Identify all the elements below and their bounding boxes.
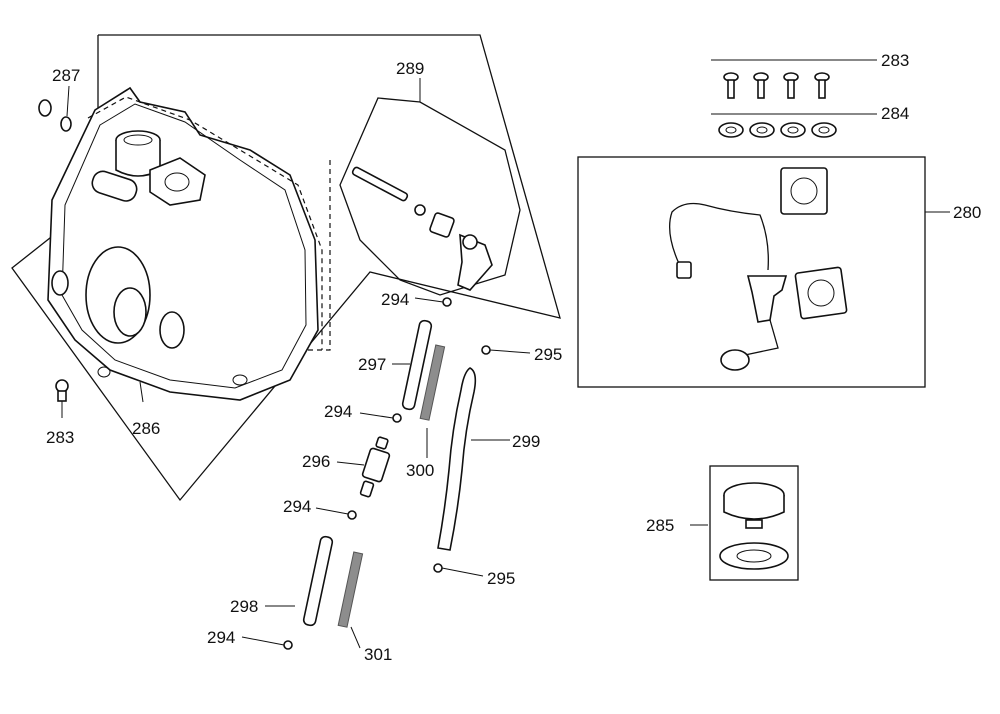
clamp-294-b[interactable]	[392, 413, 402, 423]
clamp-295-b[interactable]	[433, 563, 443, 573]
leader-lines	[61, 59, 950, 649]
callout-294-d: 294	[207, 628, 235, 647]
callout-298: 298	[230, 597, 258, 616]
callout-286: 286	[132, 419, 160, 438]
sender-float	[720, 349, 750, 371]
hose-298[interactable]	[302, 535, 334, 627]
fuel-valve-group[interactable]	[339, 97, 521, 296]
callout-301: 301	[364, 645, 392, 664]
hose-301[interactable]	[337, 551, 364, 628]
callout-296: 296	[302, 452, 330, 471]
callout-295-b: 295	[487, 569, 515, 588]
float-arm	[744, 319, 779, 356]
fuel-sender-kit-280[interactable]	[577, 156, 926, 388]
callout-280: 280	[953, 203, 981, 222]
callout-labels: 283 284 280 285 287 283 286 289 294 297 …	[46, 51, 981, 664]
fastener-283-left[interactable]	[55, 379, 69, 402]
fuel-tank[interactable]	[47, 86, 323, 401]
hose-297[interactable]	[401, 319, 433, 411]
callout-294-a: 294	[381, 290, 409, 309]
sender-flange	[149, 157, 206, 206]
hose-300[interactable]	[419, 344, 446, 421]
washer-set-284[interactable]	[718, 122, 837, 138]
callout-299: 299	[512, 432, 540, 451]
square-gasket	[780, 167, 828, 215]
callout-285: 285	[646, 516, 674, 535]
tank-to-valve-dashed-leader	[305, 160, 331, 351]
sender-wiring	[669, 202, 769, 273]
clamp-294-a[interactable]	[442, 297, 452, 307]
callout-283-top: 283	[881, 51, 909, 70]
flange-gasket	[794, 266, 848, 320]
sender-connector	[676, 261, 692, 279]
filler-neck	[115, 130, 161, 177]
callout-283-left: 283	[46, 428, 74, 447]
callout-297: 297	[358, 355, 386, 374]
screw-set-283[interactable]	[723, 72, 830, 99]
sender-unit	[746, 275, 788, 323]
clamp-294-c[interactable]	[347, 510, 357, 520]
callout-289: 289	[396, 59, 424, 78]
callout-294-b: 294	[324, 402, 352, 421]
callout-287: 287	[52, 66, 80, 85]
clamp-295-a[interactable]	[481, 345, 491, 355]
callout-284: 284	[881, 104, 909, 123]
fuel-filter-296[interactable]	[359, 436, 391, 498]
hose-299[interactable]	[437, 367, 477, 551]
callout-294-c: 294	[283, 497, 311, 516]
clamp-294-d[interactable]	[283, 640, 293, 650]
callout-300: 300	[406, 461, 434, 480]
fastener-287[interactable]	[38, 99, 72, 132]
callout-295-a: 295	[534, 345, 562, 364]
fuel-cap-285[interactable]	[709, 465, 799, 581]
